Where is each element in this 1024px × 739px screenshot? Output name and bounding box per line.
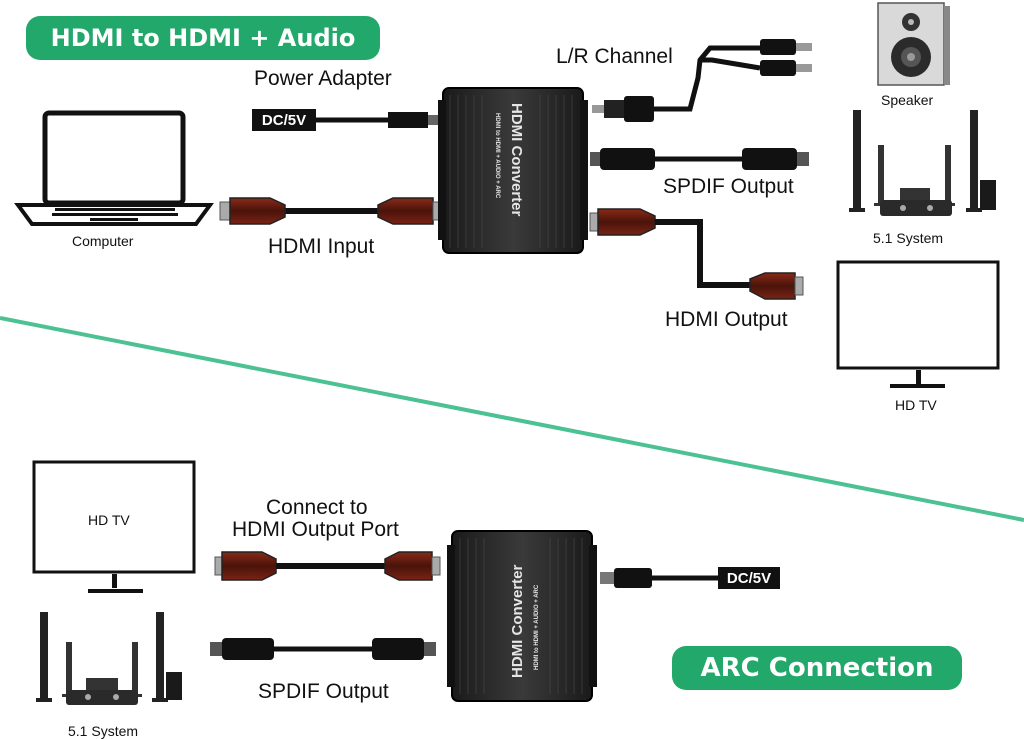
tv-icon-top	[836, 260, 1000, 388]
lr-channel-cable	[592, 39, 812, 122]
spdif-cable-top	[590, 148, 809, 170]
hdmi-input-label: HDMI Input	[268, 235, 375, 258]
section-title-top: HDMI to HDMI + Audio	[26, 16, 380, 60]
speaker-icon	[877, 2, 950, 86]
device-title-top: HDMI Converter	[508, 103, 525, 217]
system-label-bottom: 5.1 System	[68, 723, 139, 739]
spdif-cable-bottom	[210, 638, 436, 660]
hdmi-output-cable	[589, 208, 804, 300]
surround-system-icon-top	[849, 110, 996, 216]
device-subtitle-top: HDMI to HDMI + AUDIO + ARC	[494, 113, 500, 199]
hdmi-input-cable	[219, 197, 441, 225]
spdif-output-label-top: SPDIF Output	[663, 175, 794, 198]
dc-tag-top: DC/5V	[252, 109, 316, 131]
tv-label-top: HD TV	[895, 397, 937, 413]
hdmi-output-label: HDMI Output	[665, 308, 788, 331]
tv-label-bottom: HD TV	[88, 512, 130, 528]
power-cable-bottom	[600, 568, 720, 588]
connect-label-line1: Connect to	[266, 496, 368, 519]
section-title-bottom: ARC Connection	[672, 646, 962, 690]
spdif-output-label-bottom: SPDIF Output	[258, 680, 389, 703]
section-divider	[0, 316, 1024, 522]
dc-tag-bottom: DC/5V	[718, 567, 780, 589]
hdmi-arc-cable	[214, 551, 441, 581]
power-cable	[316, 112, 438, 128]
connect-label-line2: HDMI Output Port	[232, 518, 399, 541]
computer-icon	[14, 110, 214, 226]
computer-label: Computer	[72, 233, 134, 249]
system-label-top: 5.1 System	[873, 230, 944, 246]
hdmi-converter-device-bottom	[447, 530, 597, 702]
device-title-bottom: HDMI Converter	[509, 564, 526, 678]
speaker-label: Speaker	[881, 92, 934, 108]
tv-icon-bottom	[32, 460, 196, 593]
power-adapter-label: Power Adapter	[254, 67, 392, 90]
hdmi-converter-device-top	[438, 87, 588, 254]
lr-channel-label: L/R Channel	[556, 45, 673, 68]
surround-system-icon-bottom	[36, 612, 182, 705]
device-subtitle-bottom: HDMI to HDMI + AUDIO + ARC	[534, 584, 540, 670]
